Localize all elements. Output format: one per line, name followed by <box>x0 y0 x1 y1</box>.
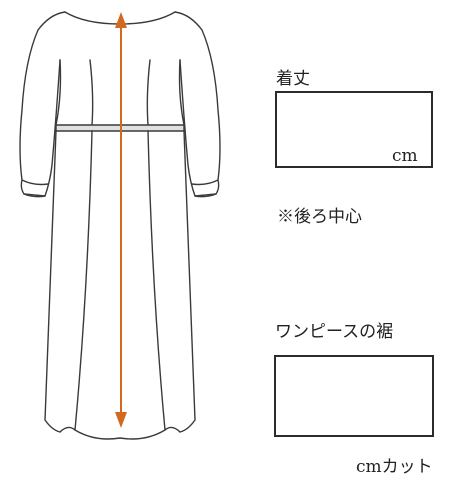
length-arrow <box>115 12 127 428</box>
length-label: 着丈 <box>276 69 310 89</box>
left-shoulder <box>37 11 66 31</box>
dress-back-illustration <box>19 11 221 440</box>
skirt-left <box>44 130 61 433</box>
right-cuff <box>191 179 219 186</box>
skirt-right <box>179 130 196 433</box>
length-input-box[interactable] <box>275 91 433 168</box>
bodice-left <box>55 59 62 126</box>
length-unit: cm <box>392 146 418 166</box>
back-center-note: ※後ろ中心 <box>277 207 362 227</box>
bodice-right <box>178 59 185 126</box>
hem-label: ワンピースの裾 <box>275 322 394 342</box>
hem-unit: cmカット <box>356 457 433 477</box>
left-cuff <box>21 179 49 186</box>
right-shoulder <box>174 11 203 31</box>
right-sleeve <box>179 29 221 197</box>
hem-input-box[interactable] <box>274 355 434 437</box>
left-sleeve <box>19 29 61 197</box>
hem <box>59 426 181 440</box>
